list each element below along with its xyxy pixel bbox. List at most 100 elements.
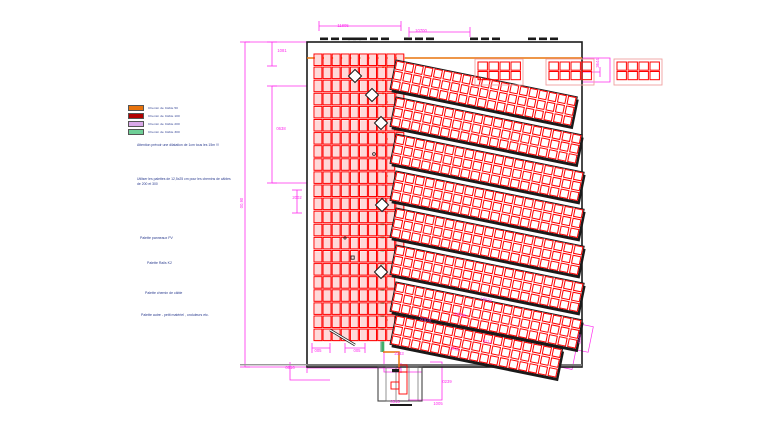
- pv-panel: [434, 179, 445, 191]
- pv-panel: [440, 80, 451, 91]
- pv-panel: [459, 83, 470, 95]
- pv-panel: [553, 277, 564, 289]
- column-marker: [373, 264, 389, 280]
- pallet-shadow: [387, 68, 396, 80]
- storage-pallet: [322, 328, 332, 342]
- pv-panel: [429, 125, 441, 136]
- pallet-label-rails: Palette Rails K2: [147, 261, 172, 265]
- pv-panel: [461, 74, 472, 85]
- pv-panel: [520, 351, 531, 362]
- pallet-shadow: [387, 277, 396, 290]
- pv-panel: [488, 89, 499, 101]
- pv-panel: [537, 147, 549, 158]
- pallet-shadow: [369, 81, 378, 93]
- bottom-structure-pallet: [398, 364, 408, 373]
- dim-bottom-right: [408, 361, 443, 401]
- pv-panel: [390, 228, 402, 239]
- pv-panel: [559, 262, 570, 274]
- pv-panel: [412, 111, 423, 122]
- pallet-shadow: [360, 330, 369, 342]
- pv-panel: [531, 343, 543, 355]
- storage-pallet: [322, 289, 332, 302]
- storage-pallet: [331, 145, 341, 158]
- storage-pallet: [349, 53, 359, 66]
- pv-panel: [543, 201, 554, 213]
- pv-panel: [422, 150, 433, 162]
- pallet-shadow: [324, 225, 332, 237]
- bottom-structure: [377, 366, 423, 402]
- pv-panel: [511, 168, 523, 180]
- cable-tray-50-drop: [383, 351, 400, 367]
- wall-opening-tab: [370, 37, 378, 41]
- pv-panel: [461, 306, 472, 317]
- pallet-cell: [499, 71, 510, 81]
- pallet-cell: [570, 61, 581, 71]
- pv-panel: [442, 191, 453, 203]
- pv-panel: [567, 338, 578, 349]
- pv-panel: [553, 203, 564, 215]
- pv-panel: [490, 345, 502, 356]
- pv-panel: [424, 251, 435, 263]
- dimension-text: 0239: [442, 379, 452, 384]
- storage-pallet: [331, 289, 341, 302]
- pv-panel: [570, 217, 582, 229]
- storage-pallet: [359, 210, 368, 224]
- storage-pallet: [322, 302, 332, 315]
- storage-pallet: [331, 276, 341, 289]
- pallet-shadow: [314, 107, 323, 119]
- pv-panel: [433, 323, 445, 335]
- pv-panel: [557, 336, 568, 347]
- pv-panel: [433, 290, 445, 302]
- pallet-shadow: [360, 290, 369, 303]
- pallet-shadow: [369, 68, 378, 80]
- pv-panel: [503, 267, 515, 279]
- pv-panel: [390, 265, 402, 276]
- pallet-shadow: [360, 120, 369, 132]
- pv-panel: [473, 150, 485, 162]
- pv-panel: [572, 281, 584, 293]
- pv-panel: [522, 123, 533, 135]
- pv-panel: [551, 250, 562, 262]
- pv-panel: [562, 115, 573, 126]
- bottom-structure-pallet: [390, 381, 400, 390]
- pallet-cell: [581, 61, 592, 71]
- pallet-shadow: [342, 81, 351, 93]
- pallet-shadow: [351, 146, 360, 159]
- pallet-shadow: [314, 133, 323, 145]
- pv-panel: [453, 109, 464, 121]
- pv-panel: [500, 314, 511, 325]
- pallet-cell: [638, 61, 649, 71]
- pv-panel: [424, 140, 435, 152]
- pallet-shadow: [360, 81, 369, 93]
- legend-item: Chemin de Câble 50: [128, 104, 238, 111]
- pv-panel: [509, 252, 521, 263]
- dimension-text: 2333: [394, 351, 404, 356]
- pallet-shadow: [396, 238, 405, 250]
- pv-panel: [424, 321, 435, 333]
- pv-panel: [440, 238, 451, 249]
- pallet-shadow: [360, 238, 369, 250]
- pv-array-row: [389, 244, 586, 316]
- pv-panel: [561, 252, 572, 264]
- pallet-shadow: [333, 159, 341, 172]
- pv-panel: [501, 240, 513, 252]
- pv-array-frame: [389, 96, 583, 165]
- storage-pallet: [313, 210, 323, 224]
- pv-array-row: [389, 96, 584, 168]
- pv-panel: [502, 337, 513, 349]
- storage-pallet: [377, 328, 387, 342]
- pallet-cell: [570, 71, 581, 81]
- storage-pallet: [368, 328, 378, 342]
- legend-label: Chemin de Câble 50: [148, 105, 179, 110]
- pv-panel: [559, 141, 570, 152]
- pallet-shadow: [360, 316, 369, 329]
- pv-panel: [473, 298, 484, 310]
- pv-panel: [469, 207, 481, 218]
- pv-panel: [547, 91, 558, 103]
- pv-panel: [549, 324, 560, 335]
- pv-panel: [439, 312, 451, 323]
- pv-panel: [489, 248, 501, 259]
- pallet-shadow: [360, 277, 369, 290]
- pv-panel: [402, 183, 414, 195]
- storage-pallet: [349, 105, 359, 119]
